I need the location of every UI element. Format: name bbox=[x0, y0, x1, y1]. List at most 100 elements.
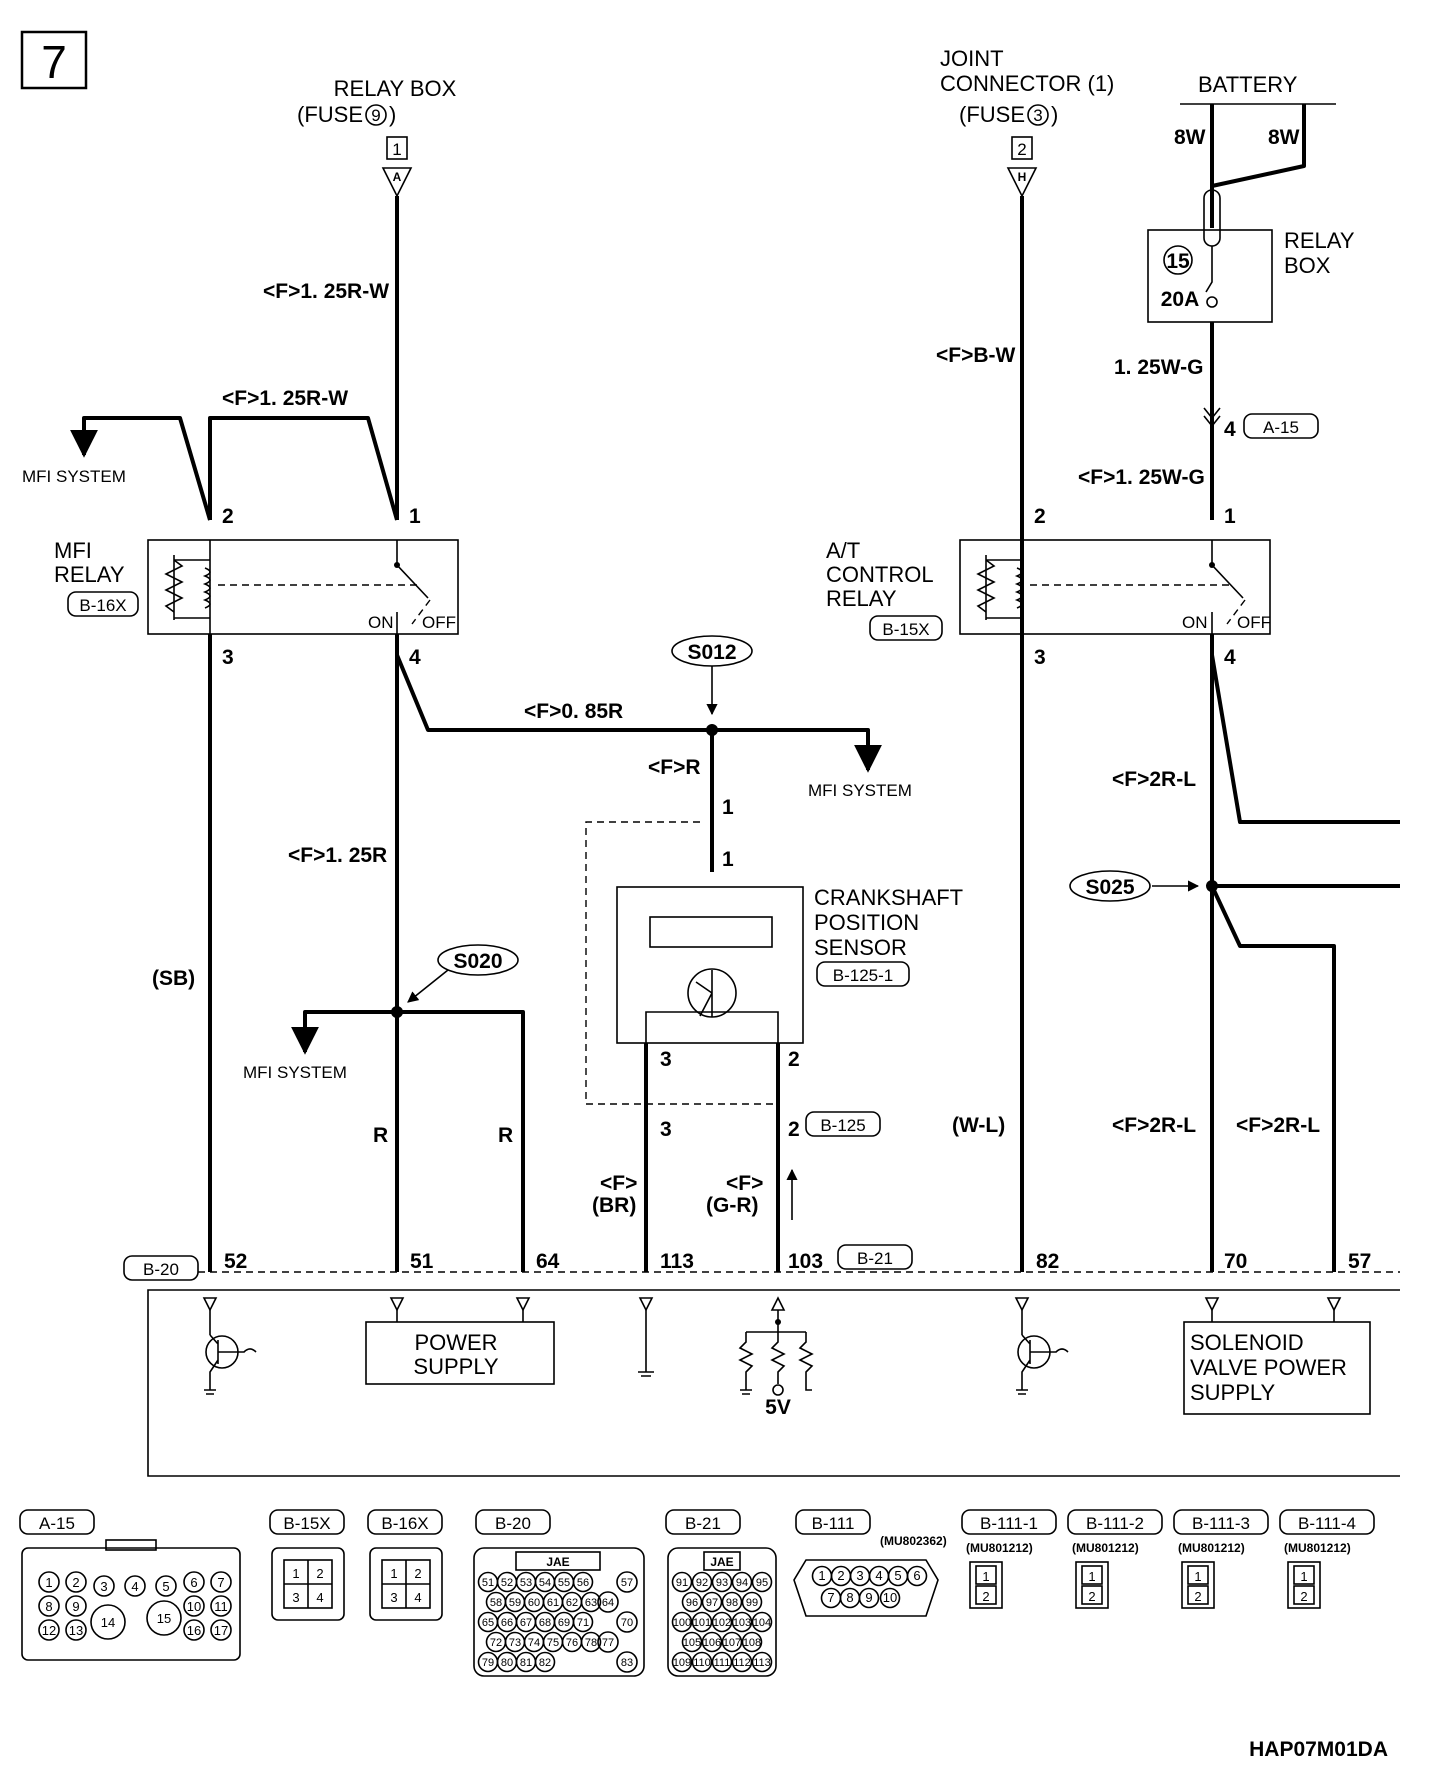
conn-pin: 1 bbox=[390, 1566, 397, 1581]
svg-text:9: 9 bbox=[371, 106, 380, 125]
conn-b111-pin: 8 bbox=[846, 1590, 853, 1605]
conn-b-111-3-tag-label: B-111-3 bbox=[1192, 1514, 1250, 1533]
svg-text:1: 1 bbox=[722, 796, 734, 819]
at-control-relay: 2 1 A/T CONTROL RELAY B-15X ON OFF 3 4 bbox=[826, 505, 1271, 669]
ecu-input-103: 5V bbox=[738, 1310, 814, 1419]
wire-label-f2r-l-1: <F>2R-L bbox=[1112, 768, 1196, 791]
svg-text:OFF: OFF bbox=[1237, 613, 1271, 632]
mfi-relay: 2 1 MFI RELAY B-16X ON OFF 3 4 bbox=[54, 505, 459, 669]
wire-label-f085r: <F>0. 85R bbox=[524, 700, 623, 723]
conn-pin: 2 bbox=[414, 1566, 421, 1581]
conn-b21-pin: 91 bbox=[676, 1577, 688, 1589]
wire-label-f2r-l-2: <F>2R-L bbox=[1112, 1114, 1196, 1137]
svg-text:3: 3 bbox=[1033, 106, 1042, 125]
conn-b-111-2-tag-label: B-111-2 bbox=[1086, 1514, 1144, 1533]
conn-b20-tag-label: B-20 bbox=[495, 1514, 531, 1533]
svg-text:1: 1 bbox=[1224, 505, 1236, 528]
conn-part: (MU801212) bbox=[1284, 1541, 1351, 1555]
conn-b21-pin: 101 bbox=[693, 1617, 711, 1629]
wire-label-br: (BR) bbox=[592, 1194, 636, 1217]
svg-text:ON: ON bbox=[1182, 613, 1208, 632]
conn-a15-shell bbox=[21, 1547, 241, 1661]
joint-ref-box bbox=[1011, 136, 1033, 160]
conn-b20-pin: 64 bbox=[602, 1597, 614, 1609]
svg-text:RELAY: RELAY bbox=[826, 586, 897, 611]
svg-text:3: 3 bbox=[222, 646, 234, 669]
conn-b21-pin: 102 bbox=[713, 1617, 731, 1629]
svg-text:MFI: MFI bbox=[54, 538, 92, 563]
conn-pin: 2 bbox=[1088, 1589, 1095, 1604]
conn-b21-pin: 112 bbox=[733, 1657, 751, 1669]
conn-b21-pin: 110 bbox=[693, 1657, 711, 1669]
svg-text:POSITION: POSITION bbox=[814, 910, 919, 935]
svg-text:SUPPLY: SUPPLY bbox=[1190, 1380, 1276, 1405]
conn-b20-pin: 73 bbox=[509, 1637, 521, 1649]
conn-a15-pin: 2 bbox=[72, 1575, 79, 1590]
conn-b20-maker: JAE bbox=[546, 1555, 569, 1569]
a15-ref: A-15 bbox=[1263, 418, 1299, 437]
svg-text:<F>: <F> bbox=[600, 1172, 637, 1195]
svg-text:<F>: <F> bbox=[726, 1172, 763, 1195]
conn-b20-pin: 69 bbox=[558, 1617, 570, 1629]
conn-a15-pin: 9 bbox=[72, 1599, 79, 1614]
conn-a15-pin: 13 bbox=[69, 1623, 83, 1638]
wire-label-f2r-l-3: <F>2R-L bbox=[1236, 1114, 1320, 1137]
b21-ref: B-21 bbox=[857, 1249, 893, 1268]
page-number: 7 bbox=[41, 36, 67, 88]
wire-label-f125r-w-a: <F>1. 25R-W bbox=[263, 280, 389, 303]
conn-b-16x-tag-label: B-16X bbox=[381, 1514, 428, 1533]
svg-text:(FUSE: (FUSE bbox=[297, 102, 363, 127]
wire-label-r-1: R bbox=[373, 1124, 388, 1147]
conn-b20-pin: 82 bbox=[539, 1657, 551, 1669]
conn-pin: 4 bbox=[414, 1590, 421, 1605]
conn-b20-pin: 61 bbox=[547, 1597, 559, 1609]
conn-b111-tag bbox=[795, 1509, 871, 1535]
conn-a15-pin: 12 bbox=[42, 1623, 56, 1638]
conn-b21-tag bbox=[665, 1509, 741, 1535]
svg-text:BOX: BOX bbox=[1284, 253, 1331, 278]
conn-b21-pin: 106 bbox=[703, 1637, 721, 1649]
power-supply-box bbox=[365, 1321, 555, 1385]
conn-a15-tag bbox=[19, 1509, 95, 1535]
conn-pin: 2 bbox=[1194, 1589, 1201, 1604]
conn-b111-pin: 2 bbox=[837, 1568, 844, 1583]
splice-s012: S012 bbox=[687, 641, 736, 664]
conn-b21-pin: 93 bbox=[716, 1577, 728, 1589]
conn-b20-pin: 60 bbox=[528, 1597, 540, 1609]
svg-text:A/T: A/T bbox=[826, 538, 860, 563]
svg-text:15: 15 bbox=[1166, 250, 1190, 273]
wire-label-fb-w: <F>B-W bbox=[936, 344, 1016, 367]
conn-pin: 2 bbox=[982, 1589, 989, 1604]
conn-a15-pin: 16 bbox=[187, 1623, 201, 1638]
conn-b21-pin: 105 bbox=[683, 1637, 701, 1649]
conn-pin: 1 bbox=[1194, 1569, 1201, 1584]
conn-b21-pin: 103 bbox=[733, 1617, 751, 1629]
conn-b111-pin: 6 bbox=[913, 1568, 920, 1583]
conn-b111-pin: 7 bbox=[827, 1590, 834, 1605]
relay-box-ref: 1 bbox=[392, 140, 401, 159]
wire-label-g-r: (G-R) bbox=[706, 1194, 758, 1217]
wire-label-125w-g: 1. 25W-G bbox=[1114, 356, 1203, 379]
conn-b20-pin: 75 bbox=[547, 1637, 559, 1649]
conn-b20-pin: 54 bbox=[539, 1577, 551, 1589]
svg-text:3: 3 bbox=[1034, 646, 1046, 669]
conn-b20-pin: 70 bbox=[621, 1617, 633, 1629]
mfi-system-label-1: MFI SYSTEM bbox=[22, 467, 126, 486]
conn-b-15x-tag-label: B-15X bbox=[283, 1514, 330, 1533]
conn-a15-pin: 11 bbox=[214, 1599, 228, 1614]
conn-pin: 1 bbox=[292, 1566, 299, 1581]
conn-b-15x-tag bbox=[269, 1509, 345, 1535]
conn-b20-pin: 51 bbox=[482, 1577, 494, 1589]
svg-text:SENSOR: SENSOR bbox=[814, 935, 907, 960]
crankshaft-position-sensor: CRANKSHAFT POSITION SENSOR B-125-1 bbox=[616, 885, 963, 1044]
svg-text:): ) bbox=[389, 102, 396, 127]
conn-b-111-1-tag bbox=[961, 1509, 1057, 1535]
conn-b20-pin: 67 bbox=[520, 1617, 532, 1629]
wire-label-f125r: <F>1. 25R bbox=[288, 844, 387, 867]
five-v-label: 5V bbox=[765, 1396, 791, 1419]
mfi-system-label-3: MFI SYSTEM bbox=[243, 1063, 347, 1082]
conn-a15-pin: 17 bbox=[214, 1623, 228, 1638]
conn-b20-pin: 58 bbox=[490, 1597, 502, 1609]
conn-b20-pin: 59 bbox=[509, 1597, 521, 1609]
